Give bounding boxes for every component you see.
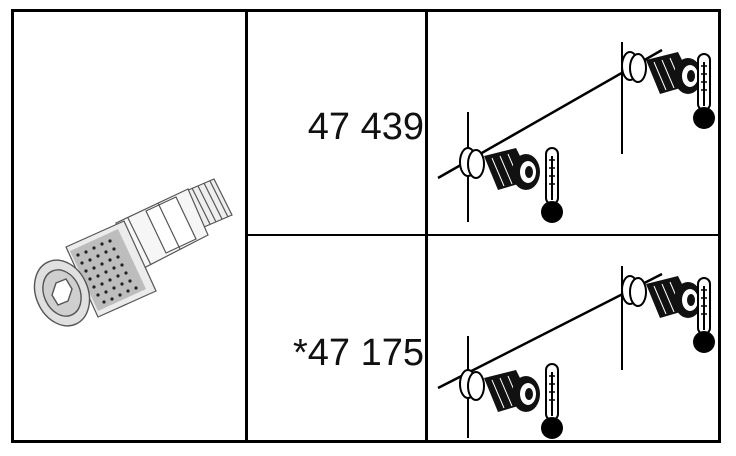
product-table: 47 439: [11, 9, 721, 443]
column-divider-1: [245, 12, 248, 440]
valve-fitting-icon: [459, 147, 540, 190]
thermostatic-cartridge-icon: [33, 178, 233, 327]
row-divider: [248, 234, 718, 236]
article-number-1: 47 439: [307, 106, 424, 148]
thermometer-icon: [693, 277, 715, 353]
article-number-2: *47 175: [292, 332, 424, 374]
thermometer-icon: [693, 53, 715, 129]
valve-fitting-icon: [459, 369, 540, 412]
valve-fitting-icon: [621, 51, 702, 94]
thermometer-icon: [541, 147, 563, 223]
valve-diagram-1: [437, 42, 715, 223]
column-divider-2: [425, 12, 428, 440]
valve-diagram-2: [437, 266, 715, 439]
thermometer-icon: [541, 363, 563, 439]
valve-fitting-icon: [621, 275, 702, 318]
